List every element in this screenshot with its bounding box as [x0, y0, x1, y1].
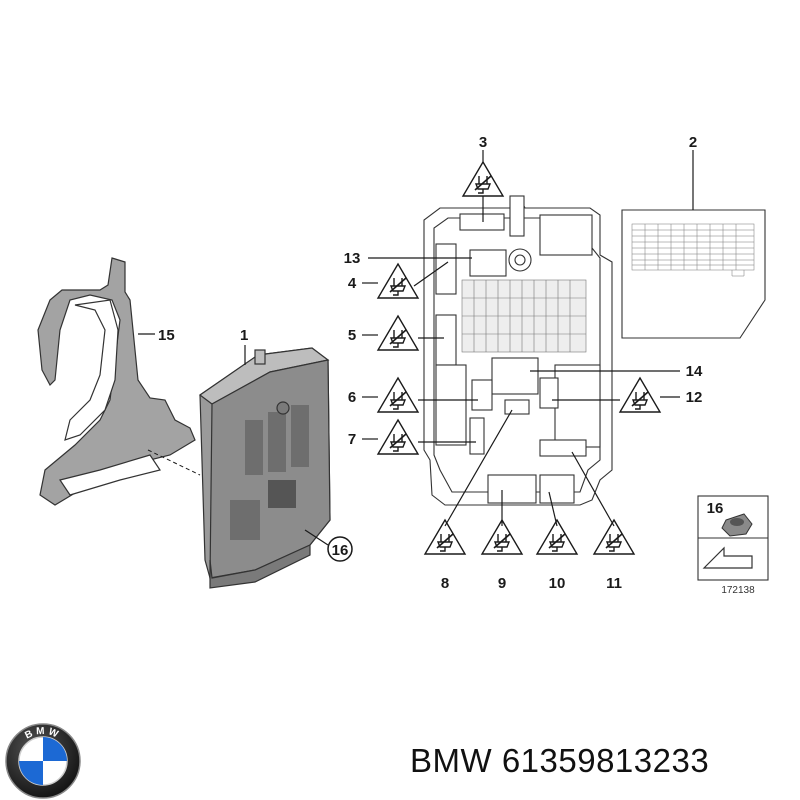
bracket-part	[37, 257, 196, 506]
leader-line-11	[571, 451, 615, 527]
electrical-warning-icon-6	[377, 377, 419, 413]
callout-1: 1	[240, 327, 248, 344]
callout-12: 12	[686, 389, 703, 406]
dashed-leader	[147, 449, 201, 476]
leader-line-4b	[413, 261, 449, 287]
callout-10: 10	[549, 575, 566, 592]
reference-callout-16: 16	[707, 500, 724, 517]
callout-14: 14	[686, 363, 703, 380]
reference-number: 172138	[721, 585, 755, 596]
label-sheet	[621, 209, 766, 339]
electrical-warning-icon-12	[619, 377, 661, 413]
control-module-part	[198, 347, 331, 589]
svg-text:BMW: BMW	[23, 726, 62, 742]
electrical-warning-icon-5	[377, 315, 419, 351]
callout-4: 4	[348, 275, 357, 292]
callout-11: 11	[606, 575, 622, 592]
electrical-warning-icon-7	[377, 419, 419, 455]
callout-16: 16	[332, 542, 349, 559]
arrow-icon	[702, 546, 753, 569]
callout-16-circle	[327, 536, 353, 562]
bmw-logo-icon: BMW	[5, 723, 81, 799]
callout-13: 13	[344, 250, 361, 267]
fuse-grid	[461, 279, 587, 353]
leader-line-16	[304, 529, 329, 546]
part-number-label: BMW 61359813233	[410, 742, 710, 779]
callout-7: 7	[348, 431, 356, 448]
nut-icon	[721, 513, 753, 537]
callout-15: 15	[158, 327, 175, 344]
callout-9: 9	[498, 575, 506, 592]
callout-6: 6	[348, 389, 356, 406]
label-grid	[631, 223, 755, 277]
leader-line-8	[444, 409, 513, 527]
leader-line-10	[548, 491, 558, 527]
callout-8: 8	[441, 575, 449, 592]
callout-5: 5	[348, 327, 356, 344]
callout-3: 3	[479, 134, 487, 151]
electrical-warning-icon-4	[377, 263, 419, 299]
callout-2: 2	[689, 134, 697, 151]
electrical-warning-icon-3	[462, 161, 504, 197]
nut-reference-box: 16 172138	[697, 495, 769, 596]
